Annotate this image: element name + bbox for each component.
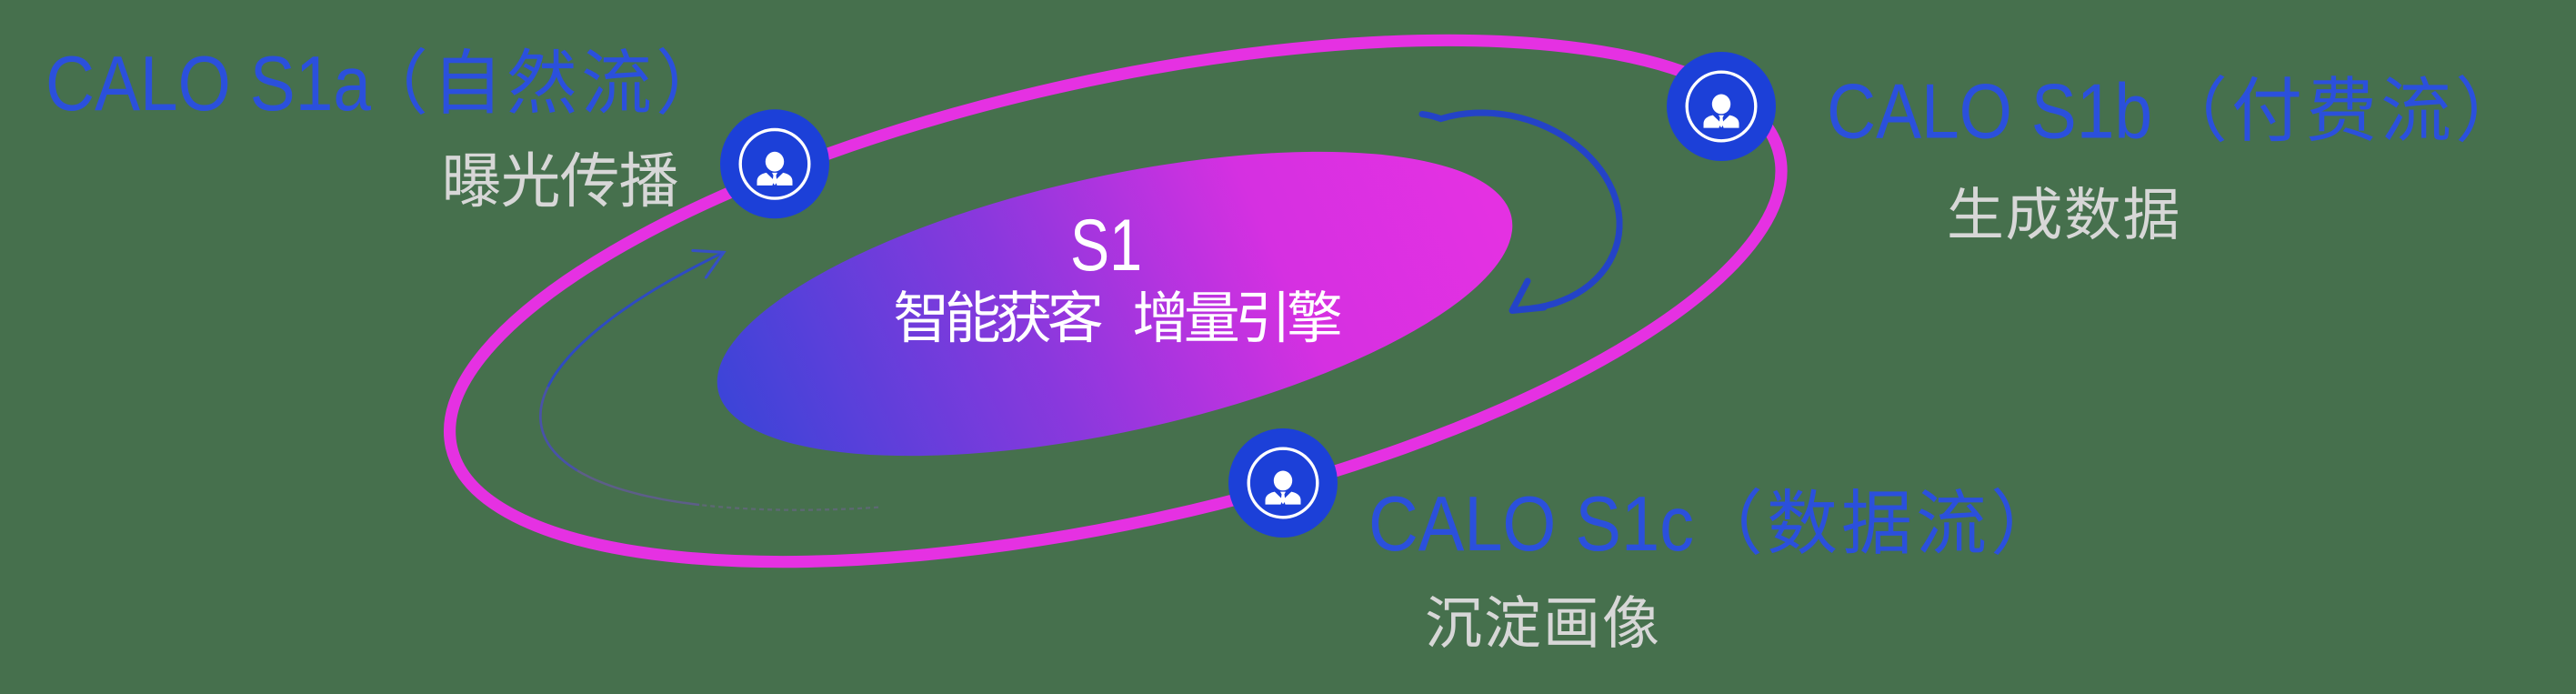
svg-text:CALO S1b: CALO S1b: [1827, 68, 2152, 155]
svg-text:S1: S1: [1070, 205, 1142, 287]
svg-text:CALO S1a: CALO S1a: [45, 41, 372, 127]
svg-text:CALO S1c: CALO S1c: [1368, 481, 1694, 568]
